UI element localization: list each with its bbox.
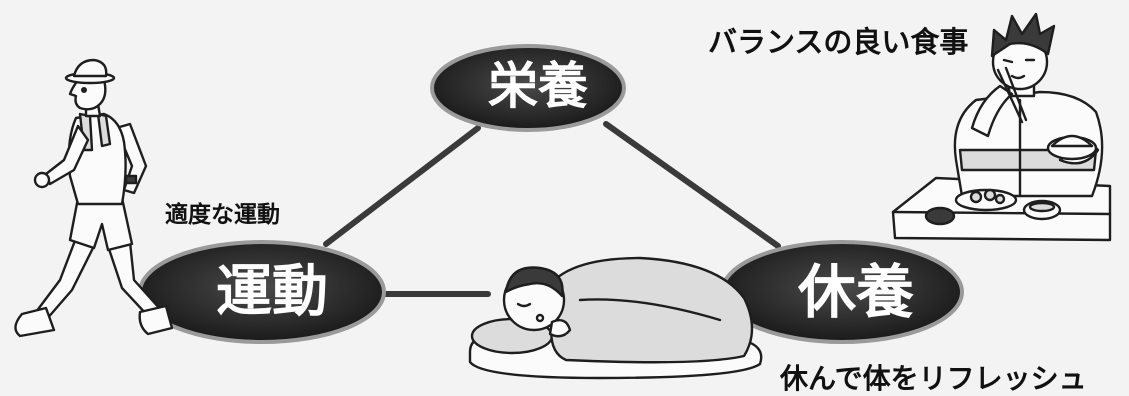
node-nutrition-label: 栄養 [488, 57, 588, 115]
connector-nutrition-exercise [323, 125, 481, 247]
sleeping-child-illustration [468, 256, 763, 380]
caption-rest: 休んで体をリフレッシュ [779, 362, 1087, 395]
connector-lines [323, 121, 781, 297]
node-rest: 休養 [720, 240, 964, 344]
connector-nutrition-rest [603, 121, 781, 249]
walking-man-illustration [14, 58, 174, 338]
node-nutrition: 栄養 [430, 44, 626, 132]
caption-exercise: 適度な運動 [165, 201, 280, 228]
node-exercise: 運動 [138, 240, 386, 344]
node-rest-label: 休養 [797, 258, 914, 326]
eating-man-illustration [891, 12, 1112, 242]
node-exercise-label: 運動 [216, 260, 328, 325]
caption-nutrition: バランスの良い食事 [708, 25, 968, 59]
